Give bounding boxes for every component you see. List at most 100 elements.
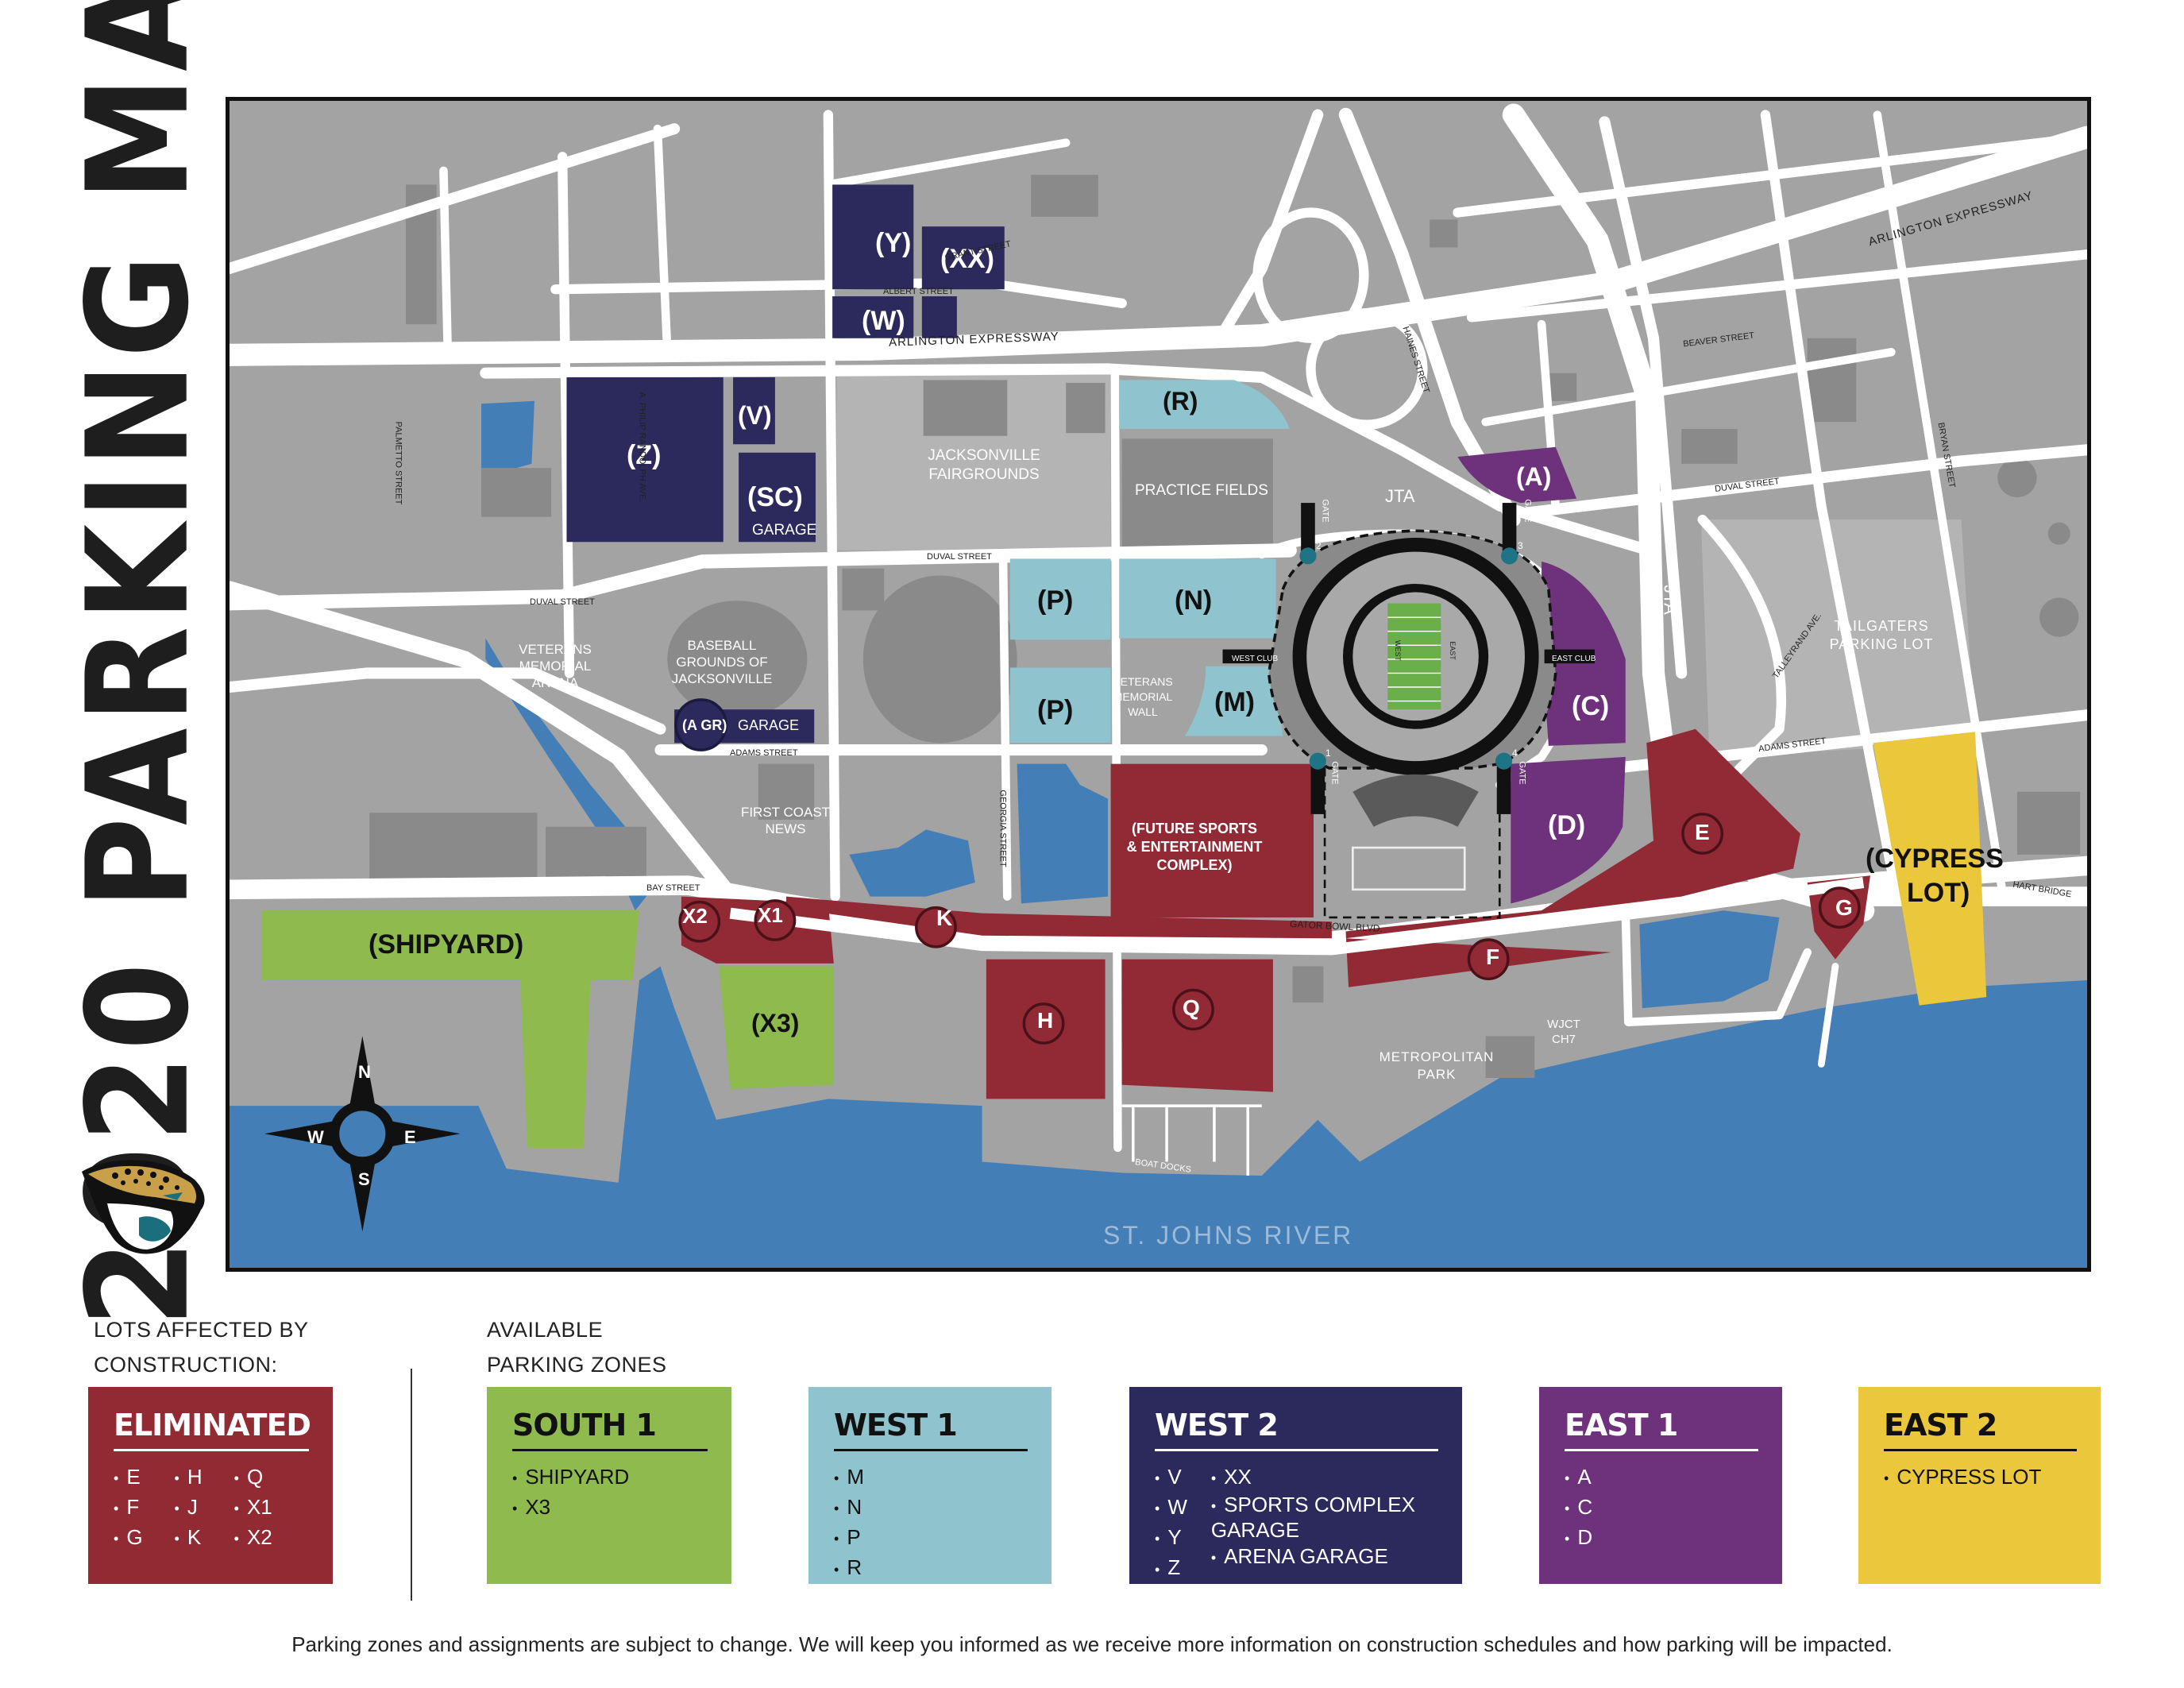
lot-label-w[interactable]: (W) bbox=[862, 306, 905, 336]
compass-rose bbox=[264, 1036, 461, 1232]
gate-4-label[interactable]: GATE bbox=[1517, 761, 1527, 785]
lot-n[interactable] bbox=[1119, 558, 1276, 639]
lot-label-x1: X1 bbox=[758, 903, 783, 927]
street-gator-bowl: GATOR BOWL BLVD. bbox=[1289, 917, 1383, 935]
lot-m[interactable] bbox=[1184, 666, 1283, 736]
lot-label-d[interactable]: (D) bbox=[1548, 810, 1586, 840]
legend-divider bbox=[411, 1369, 412, 1601]
lot-label-x3[interactable]: (X3) bbox=[751, 1009, 800, 1037]
lot-label-r[interactable]: (R) bbox=[1163, 387, 1198, 415]
lot-label-c[interactable]: (C) bbox=[1572, 691, 1610, 721]
compass-n: N bbox=[358, 1062, 371, 1082]
gate-1-number[interactable]: 1 bbox=[1325, 747, 1331, 759]
zone-card-south-1: SOUTH 1 SHIPYARDX3 bbox=[487, 1387, 731, 1584]
gate-2-label[interactable]: GATE bbox=[1320, 499, 1330, 523]
lot-agr-circle[interactable] bbox=[674, 698, 728, 751]
street-georgia: GEORGIA STREET bbox=[997, 790, 1008, 867]
lot-d[interactable] bbox=[1511, 756, 1626, 904]
stadium bbox=[1267, 529, 1557, 919]
lot-label-f: F bbox=[1486, 944, 1500, 969]
lot-label-n[interactable]: (N) bbox=[1175, 585, 1213, 616]
jta-east-label: JTA bbox=[1660, 585, 1680, 615]
zone-card-west-1: WEST 1 MNPR bbox=[808, 1387, 1051, 1584]
lot-shipyard[interactable] bbox=[261, 910, 640, 1148]
landmark-practice-fields: PRACTICE FIELDS bbox=[1135, 482, 1268, 499]
lot-label-shipyard[interactable]: (SHIPYARD) bbox=[369, 929, 524, 960]
lot-label-y[interactable]: (Y) bbox=[875, 228, 912, 258]
compass-e: E bbox=[404, 1127, 416, 1147]
lot-label-cypress-1[interactable]: (CYPRESS bbox=[1866, 844, 2004, 874]
gate-3-number[interactable]: 3 bbox=[1518, 540, 1523, 551]
street-randolph: A. PHILIP RANDOLPH AVE. bbox=[637, 392, 647, 503]
stadium-east-label: EAST bbox=[1448, 641, 1457, 660]
parking-map: (Y) (XX) (W) (Z) (V) (SC) GARAGE (A GR) … bbox=[226, 97, 2091, 1272]
st-johns-river bbox=[230, 966, 2087, 1268]
disclaimer: Parking zones and assignments are subjec… bbox=[291, 1632, 1893, 1656]
lot-a[interactable] bbox=[1457, 446, 1577, 504]
lot-label-p-south[interactable]: (P) bbox=[1037, 695, 1074, 725]
gate-2-number[interactable]: 2 bbox=[1316, 540, 1322, 551]
lot-w2[interactable] bbox=[921, 296, 957, 338]
lot-label-xx[interactable]: (XX) bbox=[940, 244, 994, 274]
street-duval-mid: DUVAL STREET bbox=[927, 552, 992, 562]
lot-p-south[interactable] bbox=[1009, 667, 1111, 744]
lot-w[interactable] bbox=[832, 296, 914, 338]
pond-west bbox=[481, 400, 534, 478]
street-albert: ALBERT STREET bbox=[883, 287, 954, 296]
page-title: 2020 PARKING MAP bbox=[57, 0, 220, 1327]
lot-label-h: H bbox=[1037, 1008, 1054, 1033]
lot-label-z[interactable]: (Z) bbox=[627, 440, 662, 470]
pond-east bbox=[1639, 910, 1780, 1009]
lot-sc-garage[interactable] bbox=[739, 452, 816, 543]
jta-north-label: JTA bbox=[1385, 486, 1415, 506]
lot-label-sc-garage: GARAGE bbox=[752, 522, 817, 539]
lot-label-m[interactable]: (M) bbox=[1214, 687, 1255, 717]
lot-e-f bbox=[1345, 728, 1800, 987]
lot-label-v[interactable]: (V) bbox=[738, 401, 772, 430]
lot-label-g: G bbox=[1835, 895, 1853, 920]
lot-label-e: E bbox=[1695, 820, 1710, 844]
pond-georgia bbox=[1017, 763, 1109, 904]
lot-y[interactable] bbox=[832, 184, 914, 290]
lot-x3[interactable] bbox=[719, 966, 834, 1090]
lot-cypress[interactable] bbox=[1873, 732, 1987, 1006]
lot-label-agr[interactable]: (A GR) bbox=[682, 717, 727, 733]
gate-3-label[interactable]: GATE bbox=[1522, 499, 1533, 523]
street-bryan: BRYAN STREET bbox=[1935, 421, 1957, 489]
gate-1-label[interactable]: GATE bbox=[1329, 761, 1340, 785]
available-heading: AVAILABLE PARKING ZONES bbox=[487, 1318, 667, 1377]
street-arlington-west: ARLINGTON EXPRESSWAY bbox=[888, 330, 1059, 350]
lot-xx[interactable] bbox=[921, 226, 1005, 290]
baseball-grounds bbox=[862, 575, 1017, 744]
street-arlington-east: ARLINGTON EXPRESSWAY bbox=[1866, 188, 2035, 249]
street-bay: BAY STREET bbox=[646, 883, 700, 893]
street-hart-bridge: HART BRIDGE bbox=[2012, 879, 2073, 900]
lot-v[interactable] bbox=[733, 377, 775, 445]
jaguar-head-icon bbox=[82, 1160, 205, 1254]
lot-r[interactable] bbox=[1119, 380, 1291, 429]
map-labels: (Y) (XX) (W) (Z) (V) (SC) GARAGE (A GR) … bbox=[230, 101, 2087, 1268]
east-club-label: EAST CLUB bbox=[1552, 655, 1596, 663]
arena-building bbox=[667, 601, 808, 718]
zone-title: EAST 1 bbox=[1565, 1408, 1758, 1451]
street-duval-west: DUVAL STREET bbox=[530, 597, 595, 607]
gate-4-number[interactable]: 4 bbox=[1512, 747, 1518, 759]
zone-title: WEST 1 bbox=[834, 1408, 1028, 1451]
lot-label-p-north[interactable]: (P) bbox=[1037, 585, 1074, 616]
street-adams-east: ADAMS STREET bbox=[1758, 736, 1827, 755]
lot-k bbox=[785, 896, 1332, 939]
zone-card-east-1: EAST 1 ACD bbox=[1539, 1387, 1782, 1584]
lot-z[interactable] bbox=[566, 377, 723, 543]
street-palmetto: PALMETTO STREET bbox=[393, 421, 403, 505]
lot-p-north[interactable] bbox=[1009, 558, 1111, 640]
zone-title: ELIMINATED bbox=[114, 1408, 311, 1451]
street-beaver: BEAVER STREET bbox=[1682, 330, 1755, 350]
landmark-boat-docks: BOAT DOCKS bbox=[1134, 1157, 1192, 1175]
lot-label-sc[interactable]: (SC) bbox=[747, 482, 803, 512]
lot-label-a[interactable]: (A) bbox=[1516, 462, 1552, 491]
lot-label-cypress-2[interactable]: LOT) bbox=[1907, 878, 1970, 908]
